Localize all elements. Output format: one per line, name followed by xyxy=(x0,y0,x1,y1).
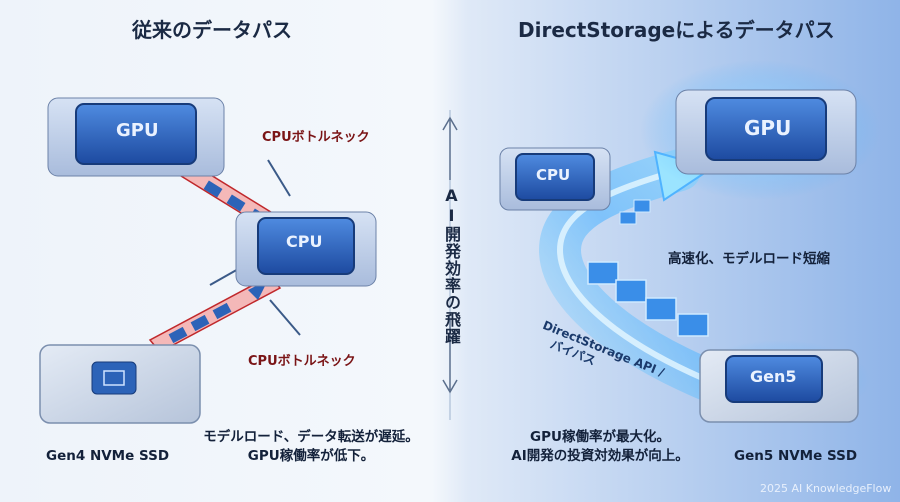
right-caption-line2: AI開発の投資対効果が向上。 xyxy=(511,448,689,464)
left-caption-line2: GPU稼働率が低下。 xyxy=(247,448,375,464)
chip-icon xyxy=(499,147,611,211)
ssd-drive xyxy=(690,340,870,423)
left-caption-line1: モデルロード、データ転送が遅延。 xyxy=(203,429,419,445)
bottleneck-pipe-bottom xyxy=(148,275,282,353)
left-ssd-label: Gen4 NVMe SSD xyxy=(46,448,170,464)
footer-credit: 2025 AI KnowledgeFlow xyxy=(760,482,892,495)
right-gpu-label: GPU xyxy=(744,116,792,140)
right-caption-line1: GPU稼働率が最大化。 xyxy=(530,429,670,445)
bottleneck-top-label: CPUボトルネック xyxy=(262,130,370,145)
center-leap-label: AI開発効率の飛躍 xyxy=(442,186,461,345)
right-ssd-chip-label: Gen5 xyxy=(750,367,797,386)
arrow-down-icon xyxy=(442,320,458,394)
arrow-up-icon xyxy=(442,116,458,180)
flow-arrow xyxy=(209,267,241,286)
left-title: 従来のデータパス xyxy=(132,18,292,42)
chip-icon xyxy=(235,211,377,287)
left-caption: モデルロード、データ転送が遅延。 GPU稼働率が低下。 xyxy=(196,428,426,466)
right-cpu-label: CPU xyxy=(536,166,571,184)
speedup-label: 高速化、モデルロード短縮 xyxy=(668,251,830,267)
flow-arrow xyxy=(269,299,301,336)
left-cpu-label: CPU xyxy=(286,232,323,251)
chip-icon xyxy=(103,370,125,386)
chip-icon xyxy=(675,89,857,175)
right-caption: GPU稼働率が最大化。 AI開発の投資対効果が向上。 xyxy=(500,428,700,466)
flow-arrow xyxy=(267,159,291,197)
chip-icon xyxy=(47,97,225,177)
right-ssd-label: Gen5 NVMe SSD xyxy=(734,448,858,464)
left-gpu-label: GPU xyxy=(116,120,159,141)
ssd-drive xyxy=(39,344,201,424)
right-title: DirectStorageによるデータパス xyxy=(518,18,835,42)
data-blocks xyxy=(587,199,709,337)
bottleneck-bottom-label: CPUボトルネック xyxy=(248,354,356,369)
